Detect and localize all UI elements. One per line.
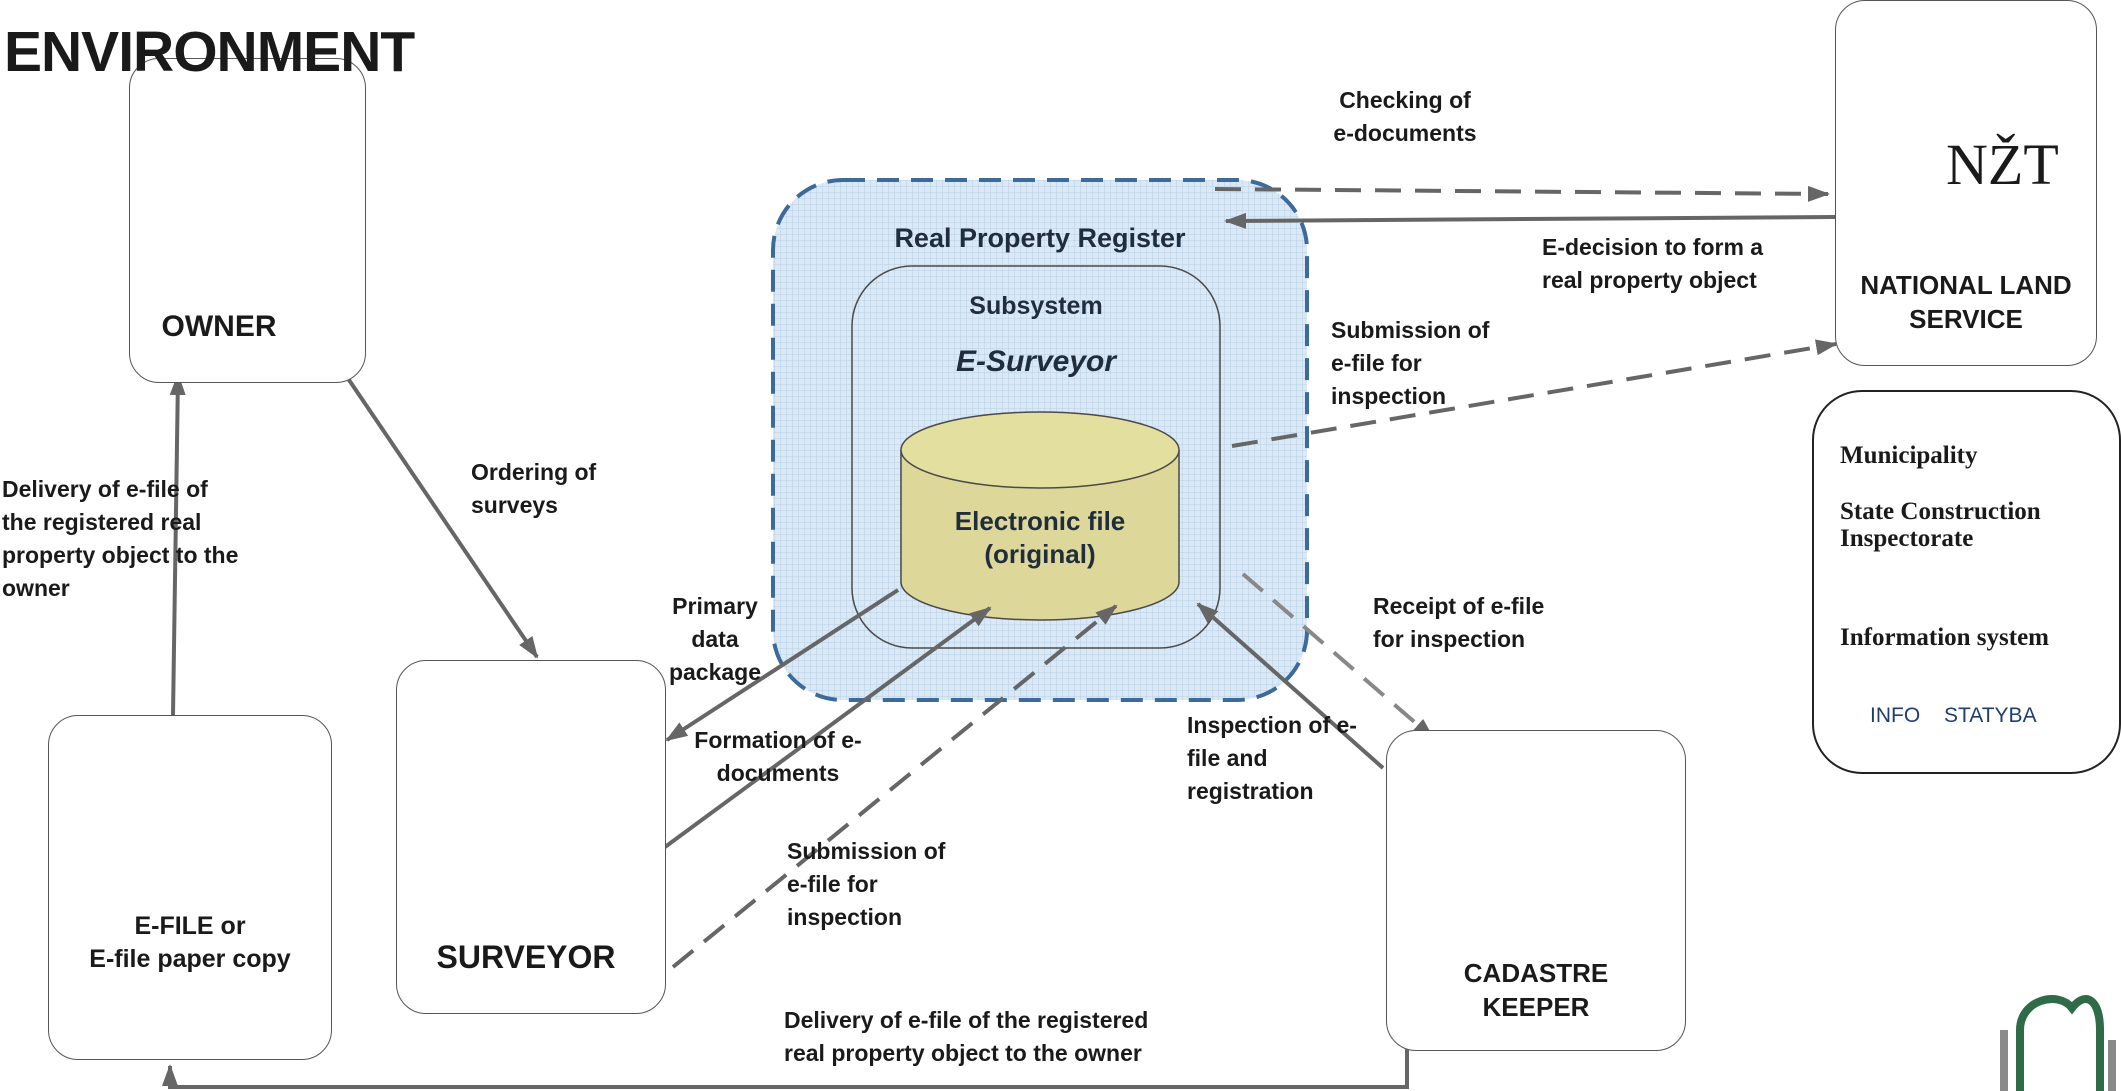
- nzt-logo-text: NŽT: [1946, 132, 2059, 197]
- arrow-ordering: [345, 375, 539, 659]
- flow-ordering-label: Ordering of surveys: [471, 459, 597, 518]
- database-cylinder: [900, 411, 1180, 621]
- arrow-inspection: [1196, 602, 1385, 770]
- flow-primary-data-label: Primary data package: [668, 593, 762, 685]
- subsystem-box: [851, 265, 1221, 649]
- flow-inspection-label: Inspection of e- file and registration: [1187, 712, 1357, 804]
- flow-submission-surveyor-label: Submission of e-file for inspection: [787, 838, 946, 930]
- flow-submission-nzt-label: Submission of e-file for inspection: [1331, 317, 1490, 409]
- arrow-submission-surveyor: [671, 604, 1118, 969]
- page-title: ENVIRONMENT: [4, 20, 415, 84]
- national-land-service-box: [1835, 0, 2097, 366]
- arrow-checking: [1214, 185, 1830, 202]
- owner-box: [129, 58, 366, 383]
- flow-formation-label: Formation of e- documents: [694, 727, 862, 786]
- municipality-label: Municipality: [1840, 442, 1978, 469]
- flow-delivery-left-label: Delivery of e-file of the registered rea…: [2, 476, 239, 601]
- national-land-service-label: NATIONAL LAND SERVICE: [1860, 270, 2072, 334]
- flow-receipt-label: Receipt of e-file for inspection: [1373, 593, 1545, 652]
- surveyor-box: [396, 660, 666, 1014]
- register-title: Real Property Register: [894, 223, 1186, 253]
- owner-label: OWNER: [161, 310, 277, 343]
- state-construction-label: State Construction Inspectorate: [1840, 498, 2041, 552]
- infostatyba-left-text: INFO: [1870, 704, 1921, 727]
- efile-box: [48, 715, 332, 1060]
- arrow-delivery-left: [169, 373, 186, 716]
- arrow-delivery-bottom: [162, 1038, 1409, 1089]
- flow-delivery-bottom-label: Delivery of e-file of the registered rea…: [784, 1007, 1149, 1066]
- flow-checking-label: Checking of e-documents: [1333, 87, 1477, 146]
- subsystem-label: Subsystem: [969, 292, 1103, 320]
- arrow-receipt: [1241, 572, 1435, 740]
- cadastre-keeper-box: [1386, 730, 1686, 1051]
- arrow-formation: [663, 606, 992, 849]
- efile-label: E-FILE or E-file paper copy: [89, 912, 291, 973]
- institutions-box: [1812, 390, 2121, 774]
- database-label: Electronic file (original): [954, 506, 1126, 569]
- surveyor-label: SURVEYOR: [436, 939, 616, 975]
- cadastre-keeper-label: CADASTRE KEEPER: [1463, 958, 1609, 1022]
- arrow-submission-nzt: [1231, 339, 1838, 448]
- flow-edecision-label: E-decision to form a real property objec…: [1542, 234, 1764, 293]
- arrow-primary-data: [665, 588, 900, 742]
- arrow-edecision: [1224, 212, 1837, 229]
- corner-logo-icon: [2000, 995, 2116, 1091]
- infostatyba-right-text: STATYBA: [1944, 704, 2037, 727]
- esurveyor-label: E-Surveyor: [955, 345, 1117, 378]
- information-system-label: Information system: [1840, 624, 2050, 651]
